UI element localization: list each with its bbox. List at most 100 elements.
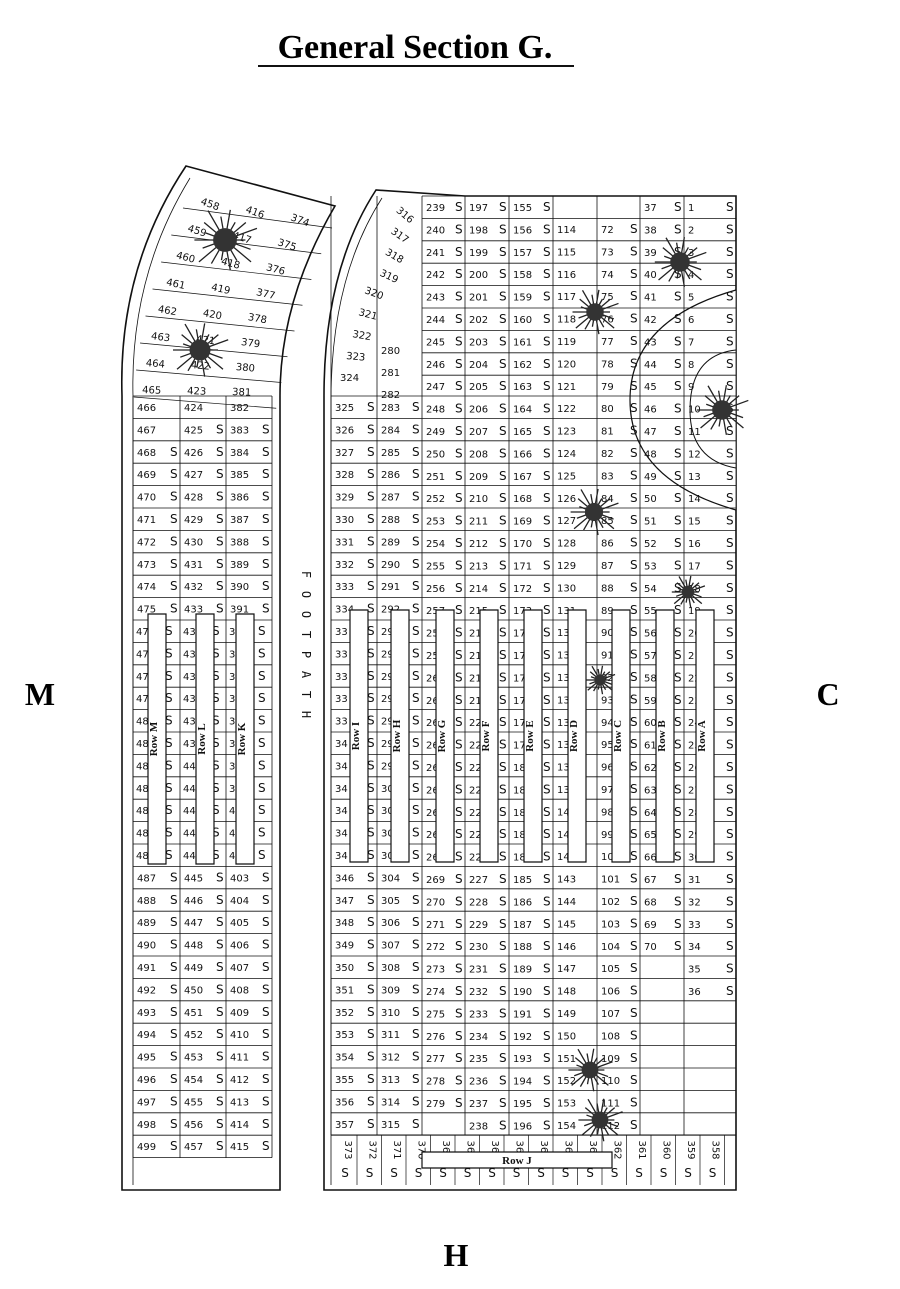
plot-number: 13 <box>557 718 570 729</box>
plot-number: 54 <box>644 584 657 595</box>
grave-marker: S <box>412 1027 420 1041</box>
grave-marker: S <box>455 760 463 774</box>
plot-number: 307 <box>381 941 400 952</box>
plot-number: 388 <box>230 537 249 548</box>
grave-marker: S <box>726 715 734 729</box>
grave-marker: S <box>455 402 463 416</box>
plot-number: 322 <box>351 329 372 343</box>
plot-number: 68 <box>644 897 657 908</box>
grave-marker: S <box>262 1027 270 1041</box>
plot-number: 470 <box>137 493 156 504</box>
grave-marker: S <box>216 1117 224 1131</box>
plot-number: 242 <box>426 270 445 281</box>
grave-marker: S <box>499 670 507 684</box>
plot-number: 240 <box>426 225 445 236</box>
plot-number: 33 <box>335 627 348 638</box>
grave-marker: S <box>630 446 638 460</box>
grave-marker: S <box>543 558 551 572</box>
grave-marker: S <box>262 893 270 907</box>
grave-marker: S <box>499 536 507 550</box>
grave-marker: S <box>674 536 682 550</box>
plot-number: 22 <box>469 830 482 841</box>
plot-number: 348 <box>335 918 354 929</box>
plot-number: 28 <box>688 808 701 819</box>
plot-number: 232 <box>469 987 488 998</box>
plot-number: 36 <box>688 987 701 998</box>
grave-marker: S <box>513 1166 521 1180</box>
plot-number: 25 <box>426 651 439 662</box>
row-label: Row E <box>524 720 536 751</box>
grave-marker: S <box>412 490 420 504</box>
grave-marker: S <box>630 1096 638 1110</box>
row-bar <box>236 614 254 864</box>
grave-marker: S <box>165 803 173 817</box>
plot-number: 173 <box>513 606 532 617</box>
grave-marker: S <box>674 491 682 505</box>
grave-marker: S <box>543 1118 551 1132</box>
grave-marker: S <box>367 534 375 548</box>
grave-marker: S <box>499 290 507 304</box>
grave-marker: S <box>499 491 507 505</box>
grave-marker: S <box>674 715 682 729</box>
plot-number: 376 <box>265 262 286 278</box>
grave-marker: S <box>170 1050 178 1064</box>
grave-marker: S <box>367 422 375 436</box>
grave-marker: S <box>262 982 270 996</box>
grave-marker: S <box>367 467 375 481</box>
plot-number: 346 <box>335 873 354 884</box>
grave-marker: S <box>412 893 420 907</box>
plot-number: 211 <box>469 517 488 528</box>
plot-number: 494 <box>137 1030 156 1041</box>
grave-marker: S <box>216 960 224 974</box>
plot-number: 26 <box>426 696 439 707</box>
grave-marker: S <box>367 691 375 705</box>
plot-number: 29 <box>381 761 394 772</box>
plot-number: 330 <box>335 515 354 526</box>
plot-number: 318 <box>383 247 405 266</box>
plot-number: 2 <box>688 225 694 236</box>
plot-number: 29 <box>381 627 394 638</box>
grave-marker: S <box>262 1117 270 1131</box>
grave-marker: S <box>212 714 220 728</box>
grave-marker: S <box>262 512 270 526</box>
plot-number: 304 <box>381 873 400 884</box>
grave-marker: S <box>170 557 178 571</box>
tree-icon <box>173 323 228 376</box>
plot-number: 213 <box>469 561 488 572</box>
grave-marker: S <box>262 960 270 974</box>
plot-number: 210 <box>469 494 488 505</box>
grave-marker: S <box>455 290 463 304</box>
plot-number: 96 <box>601 763 614 774</box>
row-bar <box>656 610 674 862</box>
grave-marker: S <box>455 1029 463 1043</box>
grave-marker: S <box>726 693 734 707</box>
grave-marker: S <box>674 357 682 371</box>
plot-number: 193 <box>513 1054 532 1065</box>
plot-number: 33 <box>335 672 348 683</box>
grave-marker: S <box>726 984 734 998</box>
plot-number: 496 <box>137 1075 156 1086</box>
grave-marker: S <box>455 670 463 684</box>
grave-marker: S <box>726 267 734 281</box>
grave-marker: S <box>165 736 173 750</box>
plot-number: 234 <box>469 1032 488 1043</box>
plot-number: 167 <box>513 472 532 483</box>
grave-marker: S <box>216 422 224 436</box>
grave-marker: S <box>543 536 551 550</box>
plot-number: 17 <box>513 651 526 662</box>
grave-marker: S <box>630 491 638 505</box>
plot-number: 201 <box>469 293 488 304</box>
grave-marker: S <box>630 513 638 527</box>
grave-marker: S <box>367 960 375 974</box>
plot-number: 360 <box>661 1140 672 1159</box>
grave-marker: S <box>212 669 220 683</box>
grave-marker: S <box>165 826 173 840</box>
grave-marker: S <box>726 491 734 505</box>
grave-marker: S <box>674 603 682 617</box>
plot-number: 41 <box>644 293 657 304</box>
plot-number: 206 <box>469 405 488 416</box>
plot-number: 23 <box>688 696 701 707</box>
grave-marker: S <box>165 781 173 795</box>
grave-marker: S <box>543 245 551 259</box>
plot-number: 93 <box>601 695 614 706</box>
